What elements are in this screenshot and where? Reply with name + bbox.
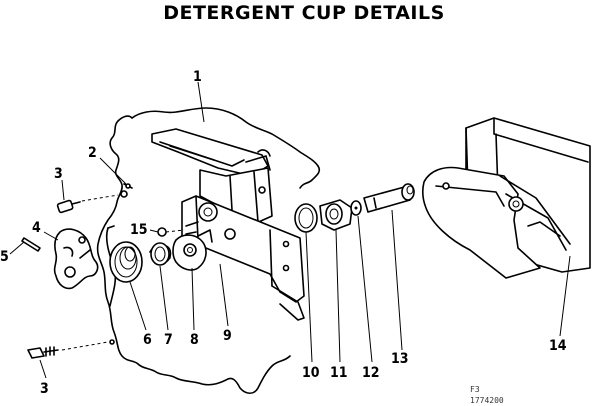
- callout-14: 14: [549, 338, 567, 354]
- callout-8: 8: [190, 332, 199, 348]
- knob-11: [319, 199, 353, 231]
- callout-7: 7: [164, 332, 173, 348]
- footer-code-line2: 1774200: [470, 396, 504, 405]
- screw-15: [157, 227, 185, 237]
- latch-lever-4: [53, 228, 99, 290]
- callout-15: 15: [130, 222, 148, 238]
- cup-lid-14: [421, 117, 591, 279]
- seal-10: [294, 203, 318, 233]
- screw-3-top: [56, 190, 128, 214]
- cup-housing-part: [151, 128, 273, 225]
- washer-12: [350, 200, 362, 216]
- door-panel-outline: [96, 107, 321, 395]
- callout-9: 9: [223, 328, 232, 344]
- callout-4: 4: [32, 220, 41, 236]
- callout-numbers: 1 2 3 4 15 5 6 7 8 9 3 10 11 12 13 14: [0, 69, 567, 397]
- leader-lines: [9, 81, 571, 379]
- callout-5: 5: [0, 249, 9, 265]
- pin-5: [21, 237, 41, 252]
- callout-10: 10: [302, 365, 320, 381]
- cam-8: [172, 229, 213, 271]
- spring-7: [149, 242, 172, 266]
- callout-11: 11: [330, 365, 348, 381]
- clip-2: [123, 183, 133, 189]
- shaft-13: [363, 183, 415, 213]
- spring-6: [109, 241, 143, 283]
- diagram-title: DETERGENT CUP DETAILS: [163, 2, 445, 24]
- footer-stamp: F3 1774200: [470, 385, 504, 405]
- callout-3-bottom: 3: [40, 381, 49, 397]
- callout-6: 6: [143, 332, 152, 348]
- footer-code-line1: F3: [470, 385, 480, 394]
- callout-3-top: 3: [54, 166, 63, 182]
- screw-3-bottom: [27, 339, 115, 359]
- callout-1: 1: [193, 69, 202, 85]
- callout-2: 2: [88, 145, 97, 161]
- callout-13: 13: [391, 351, 409, 367]
- callout-12: 12: [362, 365, 380, 381]
- mounting-plate-part: [181, 195, 305, 321]
